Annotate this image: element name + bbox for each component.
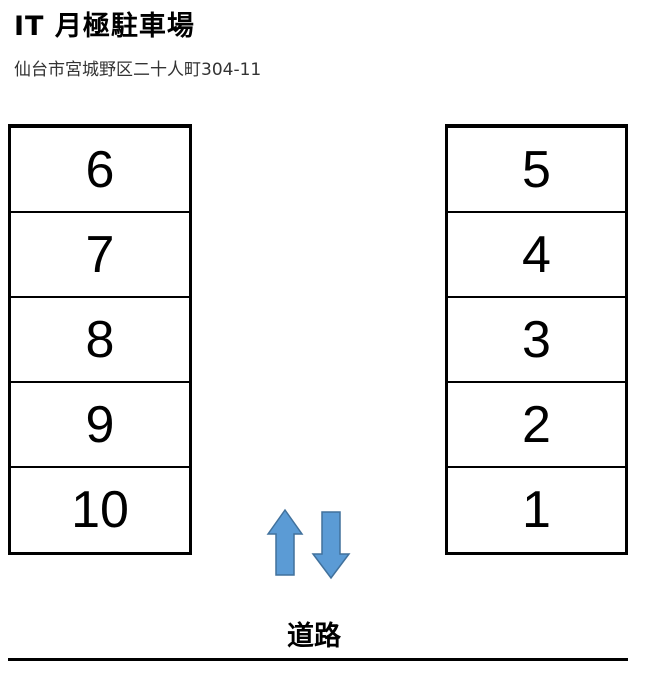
road-label: 道路 (287, 621, 341, 652)
up-arrow-icon (266, 508, 304, 576)
parking-space-10: 10 (71, 481, 129, 539)
parking-space-7: 7 (11, 213, 189, 298)
parking-row-left: 6 7 8 9 10 (8, 124, 192, 555)
parking-space-3: 3 (448, 298, 625, 383)
parking-space-5: 5 (448, 128, 625, 213)
parking-space-4: 4 (448, 213, 625, 298)
parking-row-right: 5 4 3 2 1 (445, 124, 628, 555)
down-arrow-icon (311, 511, 351, 580)
traffic-arrows (266, 508, 351, 580)
address-text: 仙台市宮城野区二十人町304-11 (14, 60, 262, 80)
parking-space-6: 6 (11, 128, 189, 213)
page-title: IT 月極駐車場 (14, 11, 195, 42)
road-line (8, 658, 628, 661)
parking-space-1: 1 (522, 481, 551, 539)
parking-space-9: 9 (11, 383, 189, 468)
parking-space-8: 8 (11, 298, 189, 383)
parking-space-2: 2 (448, 383, 625, 468)
